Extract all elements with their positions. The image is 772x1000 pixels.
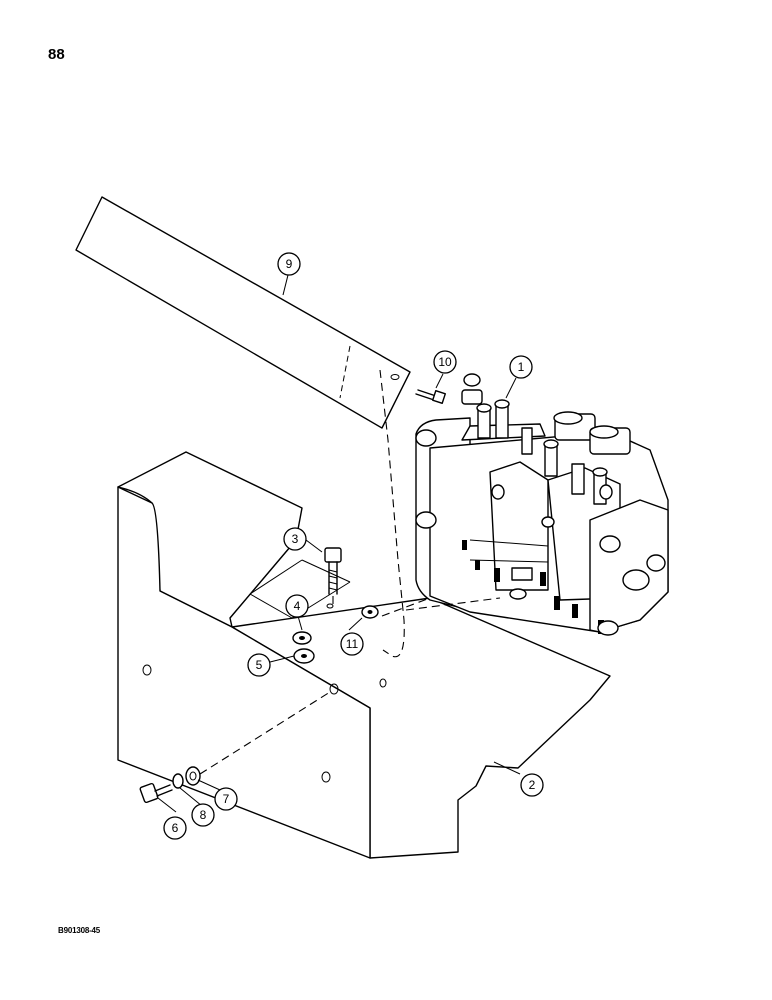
callout-9: 9 <box>277 252 301 276</box>
lock-washer-small-part <box>172 773 184 789</box>
capscrew-part <box>415 389 447 405</box>
callout-6: 6 <box>163 816 187 840</box>
svg-text:11: 11 <box>346 637 359 651</box>
svg-text:7: 7 <box>223 792 230 806</box>
flat-washer-part <box>185 766 201 786</box>
nut-part <box>293 648 315 664</box>
svg-text:10: 10 <box>438 355 452 369</box>
svg-text:8: 8 <box>200 808 207 822</box>
callout-1: 1 <box>509 355 533 379</box>
svg-text:2: 2 <box>529 778 536 792</box>
callout-10: 10 <box>433 350 457 374</box>
leader-lines <box>157 274 521 813</box>
hex-bolt-part <box>139 782 173 804</box>
callout-5: 5 <box>247 653 271 677</box>
bolt-part <box>324 547 342 595</box>
nut-small-part <box>361 605 379 619</box>
svg-text:5: 5 <box>256 658 263 672</box>
callout-7: 7 <box>214 787 238 811</box>
cover-plate-part <box>75 196 411 429</box>
lock-washer-part <box>292 631 312 645</box>
page-number: 88 <box>48 46 65 63</box>
svg-text:9: 9 <box>286 257 293 271</box>
svg-text:6: 6 <box>172 821 179 835</box>
callout-4: 4 <box>285 594 309 618</box>
control-valve-part <box>415 373 669 636</box>
callout-3: 3 <box>283 527 307 551</box>
callout-11: 11 <box>340 632 364 656</box>
svg-text:3: 3 <box>292 532 299 546</box>
alignment-lines <box>199 369 501 775</box>
figure-code: B901308-45 <box>58 926 101 935</box>
callout-2: 2 <box>520 773 544 797</box>
svg-text:4: 4 <box>294 599 301 613</box>
callout-8: 8 <box>191 803 215 827</box>
svg-text:1: 1 <box>518 360 525 374</box>
